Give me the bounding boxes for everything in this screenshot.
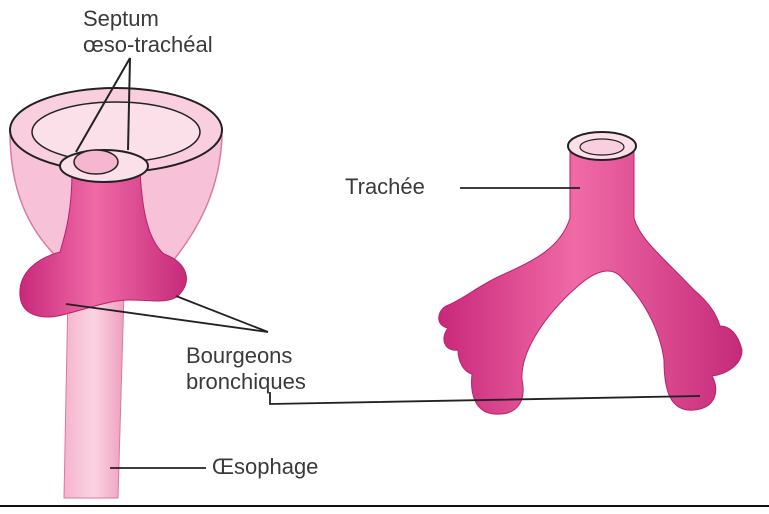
oesophage-label: Œsophage [212, 454, 318, 480]
septum-label-line1: Septum [83, 6, 213, 32]
bourgeons-label-line1: Bourgeons [186, 343, 306, 369]
trachea-opening-inner [580, 139, 624, 155]
septum-label: Septum œso-trachéal [83, 6, 213, 58]
bottom-rule [0, 505, 769, 507]
bourgeons-leader-2 [176, 296, 268, 332]
right-figure [270, 132, 742, 414]
bourgeons-label: Bourgeons bronchiques [186, 343, 306, 395]
left-figure [10, 58, 268, 498]
bourgeons-label-line2: bronchiques [186, 369, 306, 395]
septum-lumen-inner [74, 150, 118, 174]
septum-label-line2: œso-trachéal [83, 32, 213, 58]
bronchial-tree [439, 146, 742, 414]
trachee-label: Trachée [345, 174, 425, 200]
